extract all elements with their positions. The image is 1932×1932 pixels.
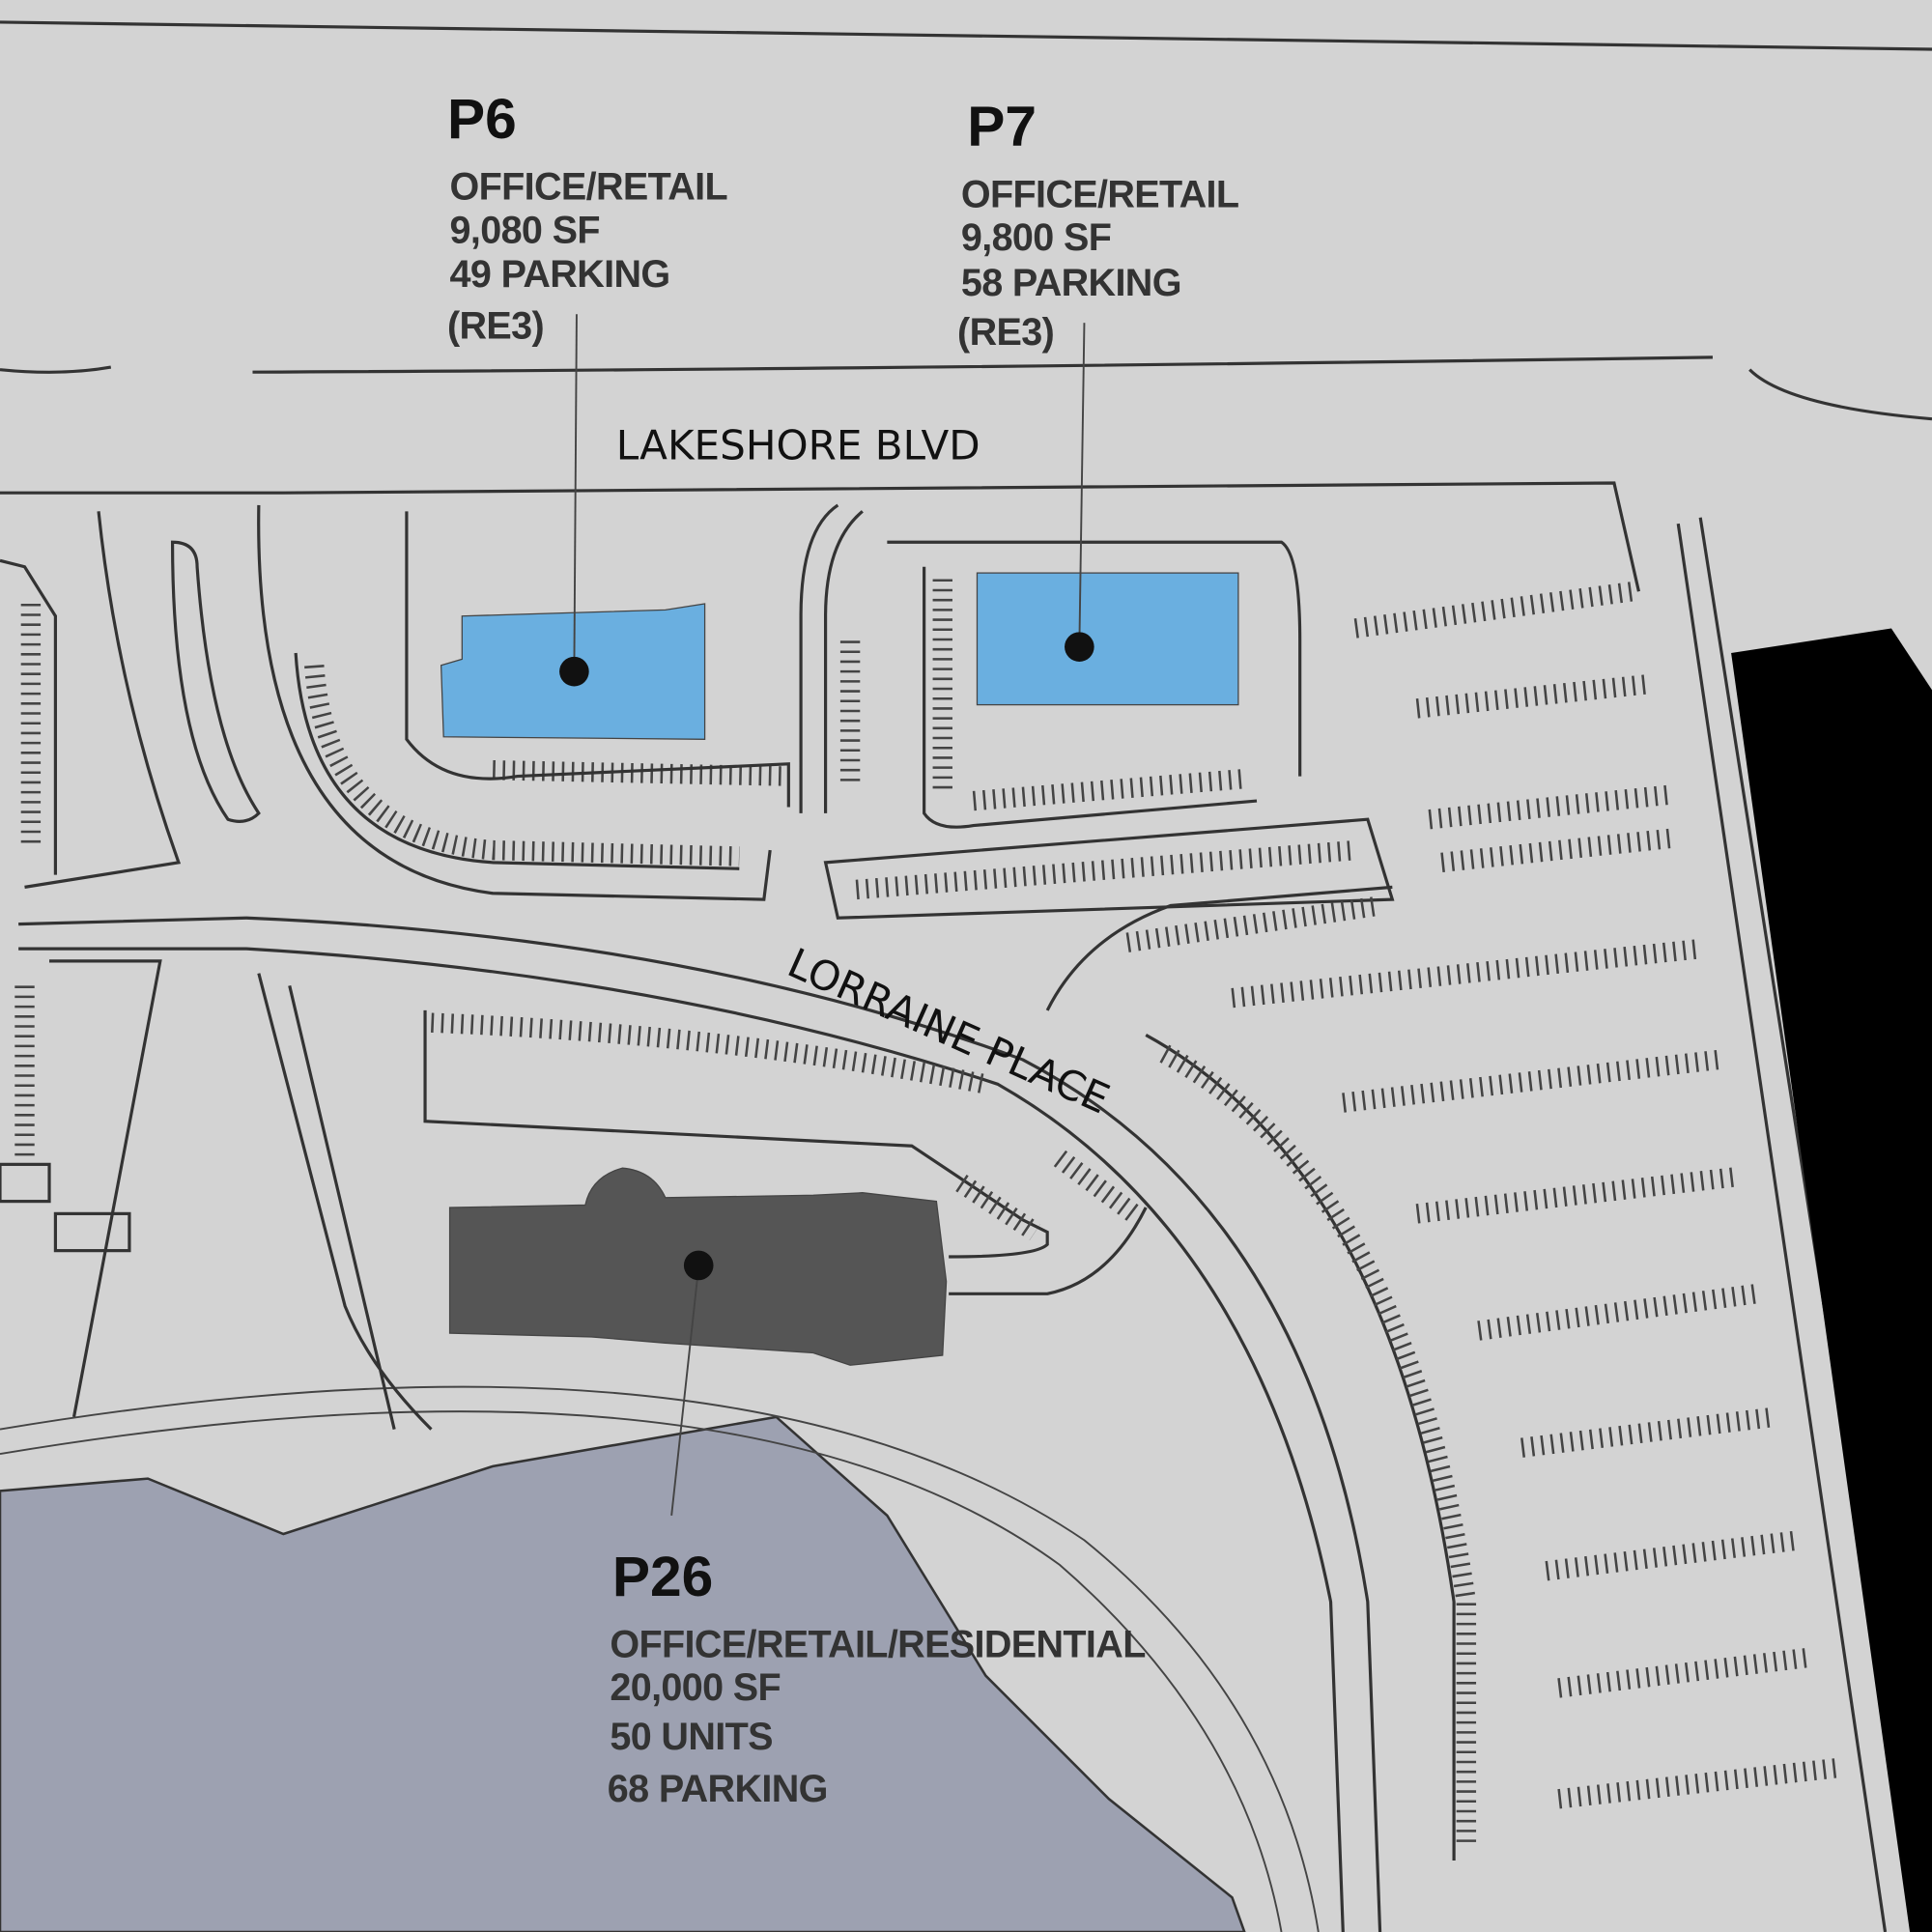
p7-building	[976, 572, 1239, 706]
walkway-path	[0, 1385, 1320, 1932]
road-edge	[1748, 368, 1932, 421]
p6-parking: 49 PARKING	[450, 253, 670, 296]
p26-leader	[670, 1250, 714, 1516]
lorraine-place-edge	[18, 916, 1382, 1932]
structure	[0, 1162, 51, 1204]
p7-marker[interactable]	[1065, 632, 1094, 662]
p6-zone: (RE3)	[447, 305, 544, 348]
p26-parking: 68 PARKING	[608, 1768, 828, 1810]
p26-id: P26	[612, 1546, 713, 1608]
p6-area: 9,080 SF	[450, 209, 600, 251]
west-paths	[0, 558, 433, 1431]
lakeshore-blvd-north-edge	[252, 355, 1713, 374]
p7-lot-edge	[823, 510, 1302, 829]
p7-zone: (RE3)	[957, 311, 1054, 354]
p26-use: OFFICE/RETAIL/RESIDENTIAL	[610, 1624, 1145, 1666]
p7-leader	[1065, 323, 1094, 662]
p7-use: OFFICE/RETAIL	[961, 173, 1238, 215]
p6-leader	[559, 314, 589, 687]
p7-area: 9,800 SF	[961, 216, 1111, 259]
existing-building	[1731, 628, 1932, 1932]
p6-lot-edge	[405, 503, 839, 813]
driveway	[1045, 885, 1393, 1011]
structure	[53, 1211, 131, 1253]
walkway-path	[0, 1410, 1283, 1932]
road-edge	[1676, 523, 1888, 1932]
p26-marker[interactable]	[683, 1250, 714, 1281]
p26-label: P26 OFFICE/RETAIL/RESIDENTIAL 20,000 SF …	[608, 1546, 1147, 1810]
p26-units: 50 UNITS	[610, 1716, 772, 1758]
p26-area: 20,000 SF	[610, 1666, 781, 1709]
p7-label: P7 OFFICE/RETAIL 9,800 SF 58 PARKING (RE…	[957, 96, 1239, 355]
p6-lot-edge	[294, 652, 740, 870]
property-line	[0, 20, 1932, 51]
east-lot-edge	[1145, 1034, 1456, 1861]
p26-lot-edge	[423, 1009, 1148, 1295]
road-edge	[0, 365, 112, 374]
p6-label: P6 OFFICE/RETAIL 9,080 SF 49 PARKING (RE…	[447, 88, 728, 348]
street-label-lakeshore-blvd: LAKESHORE BLVD	[616, 422, 980, 469]
parking-lot	[823, 817, 1395, 920]
p7-parking: 58 PARKING	[961, 262, 1181, 304]
parking-stalls	[492, 759, 789, 786]
p6-id: P6	[447, 88, 517, 151]
parking-stalls	[1159, 1044, 1477, 1849]
lake	[0, 1415, 1246, 1932]
lorraine-place-edge	[18, 947, 1345, 1932]
lakeshore-blvd-south-edge	[0, 481, 1640, 592]
east-parking-rows	[1231, 582, 1837, 1809]
p6-use: OFFICE/RETAIL	[450, 166, 727, 209]
median-island	[170, 540, 261, 823]
p7-id: P7	[967, 96, 1037, 158]
road-edge	[24, 511, 182, 889]
p6-marker[interactable]	[559, 656, 589, 687]
p6-lot-edge	[257, 504, 772, 901]
